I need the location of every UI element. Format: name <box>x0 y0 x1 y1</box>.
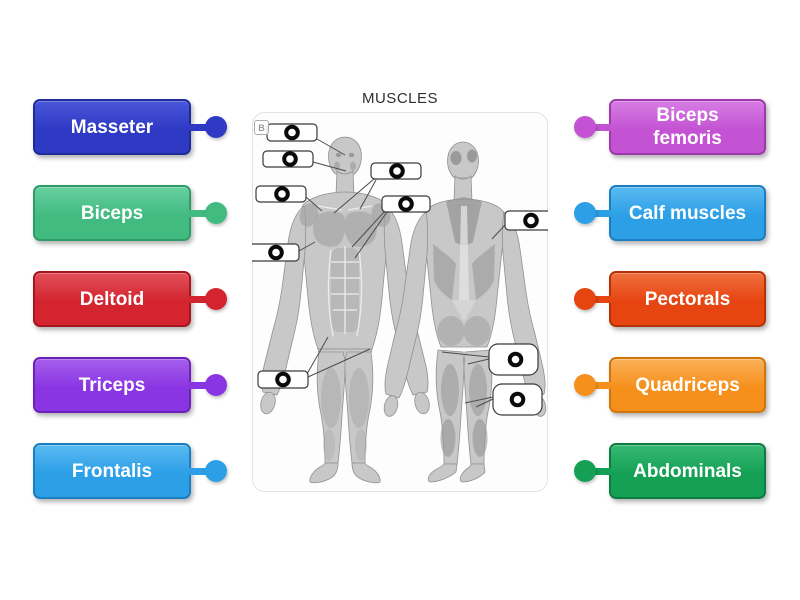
pointer-line <box>359 179 377 210</box>
diagram-title: MUSCLES <box>361 90 439 107</box>
target-zone-front-thigh[interactable] <box>257 336 371 389</box>
connector-stem <box>591 123 611 131</box>
target-ring[interactable] <box>523 212 539 229</box>
connector-stem <box>189 209 209 217</box>
target-zone-abdomen[interactable] <box>351 195 431 259</box>
label-text: Masseter <box>70 116 154 138</box>
connector-stem <box>591 295 611 303</box>
label-text: Biceps femoris <box>653 105 722 149</box>
connector-stem <box>189 467 209 475</box>
answer-box[interactable] <box>257 370 309 389</box>
answer-box[interactable] <box>262 150 314 168</box>
target-ring[interactable] <box>389 163 405 179</box>
target-ring[interactable] <box>284 124 300 141</box>
pointer-line <box>467 358 490 365</box>
connector-dot[interactable] <box>574 202 596 224</box>
target-ring[interactable] <box>268 244 284 261</box>
label-quadriceps[interactable]: Quadriceps <box>574 357 766 413</box>
pointer-line <box>475 398 494 408</box>
label-calf-muscles[interactable]: Calf muscles <box>574 185 766 241</box>
connector-dot[interactable] <box>205 460 227 482</box>
connector-stem <box>189 123 209 131</box>
label-text: Quadriceps <box>635 374 740 396</box>
pointer-line <box>307 348 371 378</box>
pointer-line <box>316 138 346 156</box>
label-biceps-femoris[interactable]: Biceps femoris <box>574 99 766 155</box>
label-text: Abdominals <box>633 460 742 482</box>
target-ring[interactable] <box>282 151 298 167</box>
target-zone-shoulder[interactable] <box>255 185 323 212</box>
connector-stem <box>189 295 209 303</box>
connector-dot[interactable] <box>205 116 227 138</box>
label-masseter[interactable]: Masseter <box>33 99 227 155</box>
target-zone-jaw[interactable] <box>262 150 347 172</box>
pointer-line <box>306 336 329 375</box>
answer-box[interactable] <box>381 195 431 213</box>
answer-box[interactable] <box>255 185 307 203</box>
target-zone-chest[interactable] <box>333 162 422 214</box>
label-text: Biceps <box>80 202 144 224</box>
pointer-line <box>491 224 506 240</box>
target-ring[interactable] <box>274 186 290 202</box>
label-text: Pectorals <box>644 288 731 310</box>
target-ring[interactable] <box>275 371 291 388</box>
diagram-panel <box>252 112 548 492</box>
label-text: Frontalis <box>71 460 153 482</box>
connector-dot[interactable] <box>205 202 227 224</box>
label-text: Calf muscles <box>628 202 747 224</box>
target-zone-back-upper-arm[interactable] <box>491 210 548 240</box>
watermark-badge: B <box>254 120 269 135</box>
target-zone-back-thigh[interactable] <box>441 343 539 376</box>
label-text: Deltoid <box>79 288 145 310</box>
connector-dot[interactable] <box>574 460 596 482</box>
pointer-line <box>441 351 490 358</box>
target-zone-back-calf[interactable] <box>464 383 543 416</box>
label-pectorals[interactable]: Pectorals <box>574 271 766 327</box>
label-biceps[interactable]: Biceps <box>33 185 227 241</box>
label-abdominals[interactable]: Abdominals <box>574 443 766 499</box>
pointer-line <box>305 196 323 212</box>
connector-stem <box>189 381 209 389</box>
label-triceps[interactable]: Triceps <box>33 357 227 413</box>
target-ring[interactable] <box>398 196 414 212</box>
pointer-line <box>354 211 388 259</box>
connector-dot[interactable] <box>205 374 227 396</box>
pointer-line <box>298 241 316 252</box>
label-frontalis[interactable]: Frontalis <box>33 443 227 499</box>
connector-dot[interactable] <box>574 288 596 310</box>
pointer-line <box>333 178 375 214</box>
answer-box[interactable] <box>370 162 422 180</box>
connector-stem <box>591 381 611 389</box>
pointer-line <box>464 396 494 404</box>
answer-box[interactable] <box>252 243 300 262</box>
target-ring[interactable] <box>509 391 526 408</box>
anatomy-front-figure <box>260 136 430 484</box>
pointer-line <box>351 210 386 248</box>
answer-box[interactable] <box>492 383 543 416</box>
pointer-line <box>312 161 347 172</box>
answer-box[interactable] <box>488 343 539 376</box>
target-ring[interactable] <box>507 351 524 368</box>
label-deltoid[interactable]: Deltoid <box>33 271 227 327</box>
connector-dot[interactable] <box>205 288 227 310</box>
connector-dot[interactable] <box>574 374 596 396</box>
label-text: Triceps <box>78 374 146 396</box>
connector-stem <box>591 209 611 217</box>
target-zones-layer <box>252 123 548 416</box>
connector-stem <box>591 467 611 475</box>
target-zone-upper-arm[interactable] <box>252 241 316 262</box>
connector-dot[interactable] <box>574 116 596 138</box>
